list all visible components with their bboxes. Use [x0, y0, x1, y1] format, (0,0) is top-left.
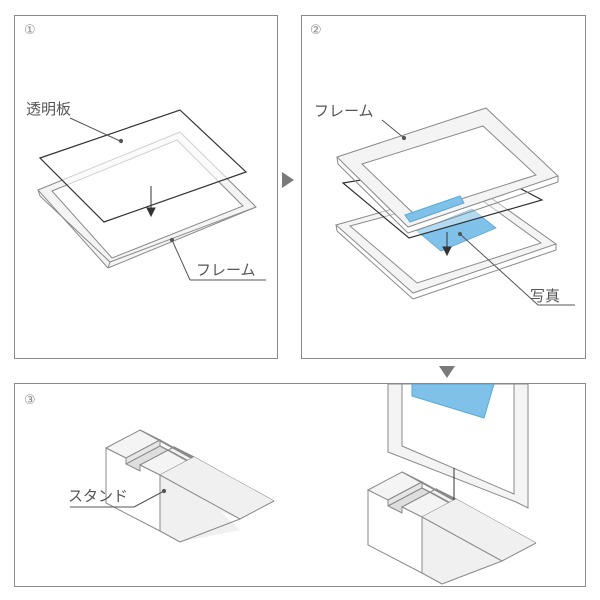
arrow-right-icon	[282, 172, 294, 188]
step-3-frame-upright	[387, 384, 529, 509]
step-3-stand-assembled	[366, 471, 537, 585]
label-photo: 写真	[530, 287, 561, 305]
step-1-leaders	[69, 117, 266, 281]
label-stand: スタンド	[68, 487, 129, 505]
step-2-top-frame	[336, 107, 559, 234]
step-3-stand	[104, 429, 275, 543]
step-2-leaders	[381, 119, 575, 306]
step-2-photo	[416, 208, 497, 252]
label-frame-step-2: フレーム	[314, 102, 374, 120]
label-frame-step-1: フレーム	[196, 261, 256, 279]
step-3-number: ③	[24, 393, 36, 408]
step-3-leaders	[70, 488, 167, 508]
step-1-number: ①	[24, 23, 36, 38]
step-1-down-arrow	[146, 186, 156, 218]
arrow-down-icon	[439, 366, 455, 378]
step-2-number: ②	[310, 23, 322, 38]
step-2-down-arrow	[442, 232, 452, 257]
label-acrylic-sheet: 透明板	[26, 100, 72, 118]
step-1-acrylic-sheet	[38, 109, 248, 223]
